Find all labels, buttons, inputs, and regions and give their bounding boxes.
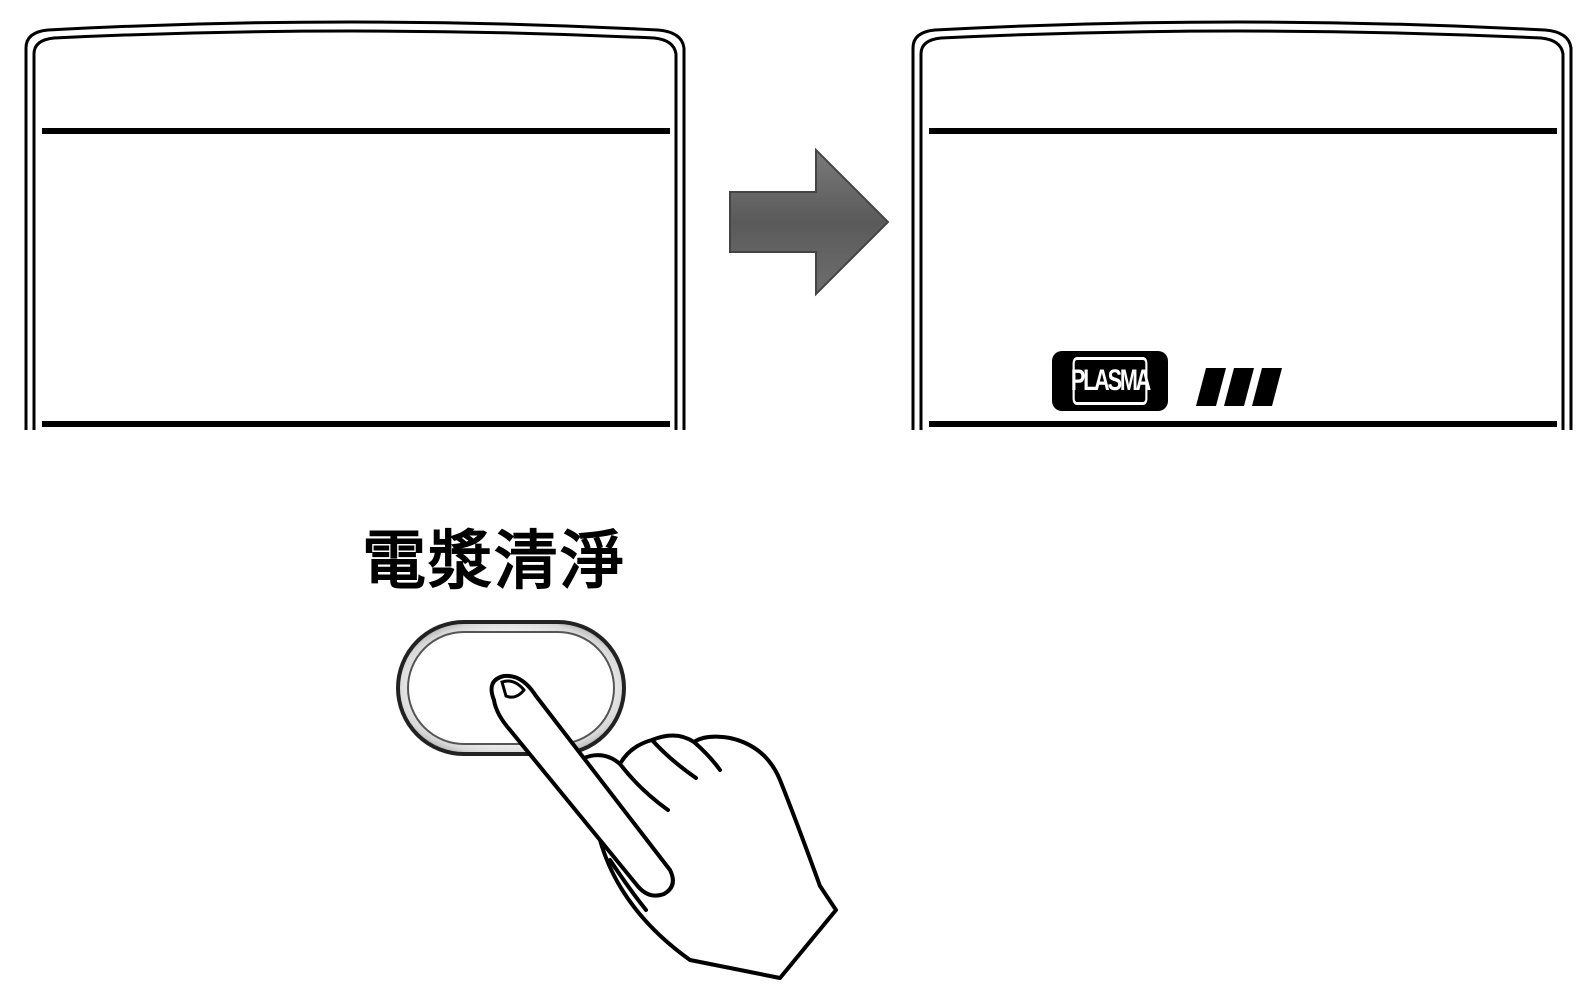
display-panel-before <box>18 0 698 440</box>
plasma-level-bars <box>1196 368 1282 406</box>
plasma-level-bar <box>1196 368 1226 406</box>
display-frame-before <box>24 20 686 430</box>
plasma-level-bar <box>1224 368 1254 406</box>
display-panel-after <box>905 0 1584 440</box>
plasma-clean-label: 電漿清淨 <box>362 525 626 599</box>
display-frame-after <box>911 20 1573 430</box>
hand-press-icon <box>489 673 838 980</box>
plasma-level-bar <box>1252 368 1282 406</box>
plasma-indicator-text: PLASMA <box>1071 357 1151 405</box>
right-arrow-icon <box>729 147 890 297</box>
plasma-indicator-badge: PLASMA <box>1052 351 1168 411</box>
